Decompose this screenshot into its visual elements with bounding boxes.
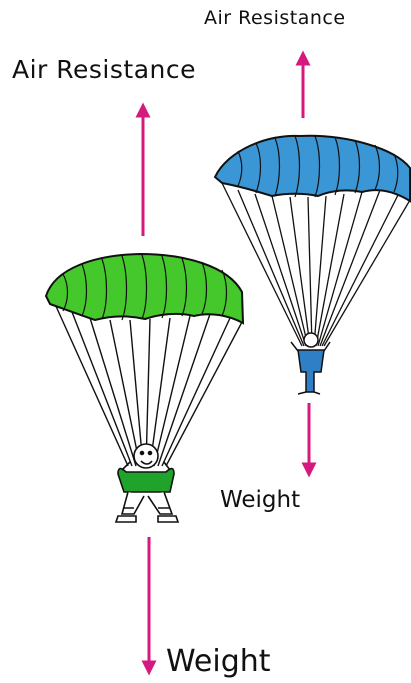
right-air-resistance-label: Air Resistance	[204, 7, 346, 29]
right-skydiver-body	[298, 350, 324, 392]
right-canopy	[215, 136, 410, 201]
left-skydiver-body	[118, 469, 174, 493]
right-parachutist	[215, 136, 410, 394]
left-air-resistance-label: Air Resistance	[12, 55, 196, 84]
right-suspension-lines	[222, 183, 410, 346]
left-skydiver	[116, 444, 178, 522]
left-weight-label: Weight	[166, 644, 271, 679]
left-canopy	[46, 254, 243, 323]
left-parachutist	[46, 254, 243, 522]
left-suspension-lines	[55, 304, 242, 466]
right-skydiver-head	[304, 333, 318, 347]
right-weight-label: Weight	[220, 487, 300, 513]
